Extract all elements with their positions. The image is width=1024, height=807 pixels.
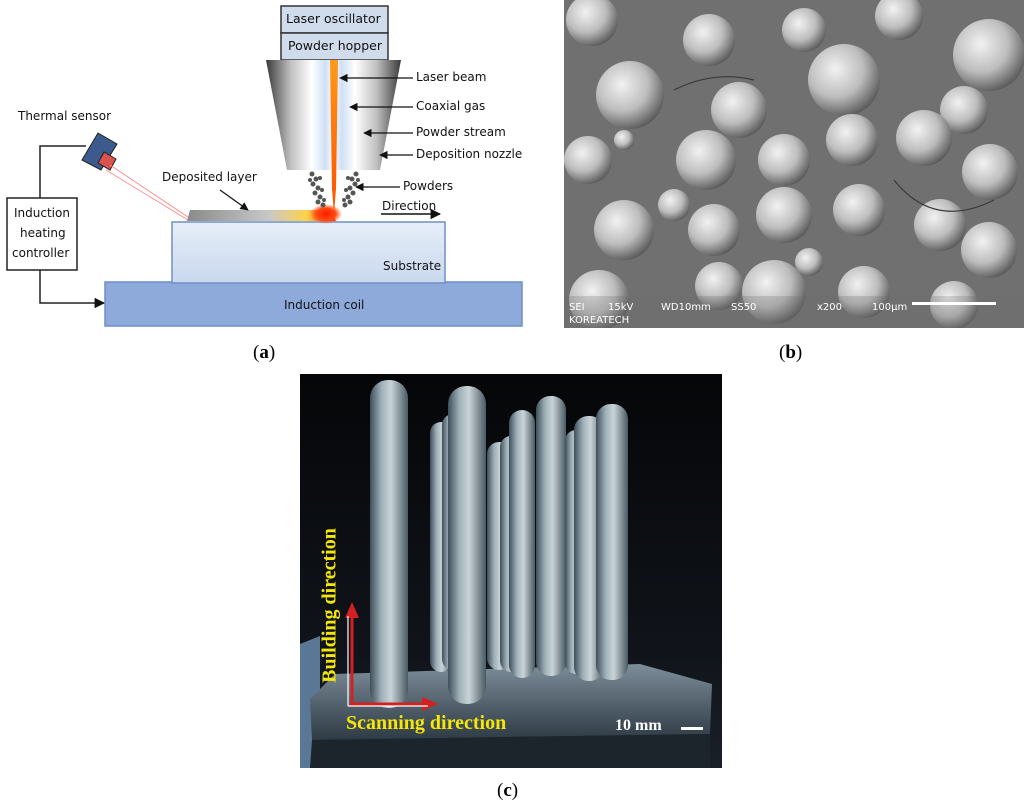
building-direction-label: Building direction	[318, 528, 341, 683]
direction-label: Direction	[382, 199, 437, 213]
coaxial-gas-label: Coaxial gas	[416, 99, 486, 113]
controller-label-line1: Induction	[14, 206, 70, 220]
base-plate	[310, 664, 712, 740]
sem-spot-size: SS50	[731, 302, 757, 313]
ded-schematic	[6, 5, 523, 327]
sem-magnification: x200	[817, 302, 843, 313]
sem-mode: SEI	[569, 302, 585, 313]
laser-oscillator-label: Laser oscillator	[286, 11, 381, 26]
building-arrow-head	[345, 602, 359, 618]
caption-a: (a)	[253, 342, 275, 364]
deposited-layer-label: Deposited layer	[162, 170, 257, 184]
coil-wire	[39, 270, 106, 309]
scanning-arrow-head	[422, 697, 438, 711]
caption-c-close: )	[511, 780, 519, 801]
controller-label-line2: heating	[20, 226, 66, 240]
powder-particles	[308, 171, 360, 208]
sem-powder-particles	[564, 0, 1024, 328]
powder-stream-label: Powder stream	[416, 125, 506, 139]
melt-pool	[310, 204, 342, 224]
caption-b: (b)	[779, 342, 802, 364]
sem-working-distance: WD10mm	[661, 302, 711, 313]
sensor-beam-line-2	[105, 169, 189, 221]
powder-hopper-label: Powder hopper	[288, 38, 382, 53]
leader-deposited-layer	[219, 189, 249, 211]
sensor-beam-line	[109, 164, 189, 218]
sem-organization: KOREATECH	[569, 315, 630, 326]
controller-label-line3: controller	[12, 246, 70, 260]
sem-voltage: 15kV	[608, 302, 634, 313]
thermal-sensor-label: Thermal sensor	[18, 109, 111, 123]
caption-c: (c)	[497, 780, 518, 802]
caption-c-letter: c	[503, 780, 512, 801]
scale-bar-label: 10 mm	[615, 717, 662, 734]
sem-scale-bar	[912, 302, 996, 305]
caption-a-letter: a	[259, 342, 269, 363]
scale-bar-10mm	[681, 727, 703, 730]
panel-a-schematic: Laser oscillator Powder hopper Laser bea…	[0, 0, 540, 340]
laser-beam-ray	[330, 60, 338, 190]
caption-b-open: (	[779, 342, 786, 363]
laser-beam-tip	[332, 188, 336, 215]
sensor-wire	[39, 145, 86, 198]
laser-beam-label: Laser beam	[416, 70, 487, 84]
induction-coil-label: Induction coil	[284, 298, 365, 312]
induction-coil-block	[104, 281, 523, 327]
controller-box	[6, 197, 78, 271]
caption-a-close: )	[268, 342, 276, 363]
thermal-sensor-icon	[81, 132, 118, 171]
substrate-block	[171, 221, 446, 284]
caption-a-open: (	[253, 342, 260, 363]
powders-label: Powders	[403, 179, 454, 193]
panel-b-sem-image: SEI 15kV WD10mm SS50 x200 100μm KOREATEC…	[564, 0, 1024, 328]
caption-c-open: (	[497, 780, 504, 801]
deposition-nozzle-label: Deposition nozzle	[416, 147, 523, 161]
deposited-layer-bead	[187, 210, 336, 221]
substrate-label: Substrate	[383, 259, 442, 273]
sem-scale-label: 100μm	[872, 302, 908, 313]
caption-b-close: )	[795, 342, 803, 363]
panel-c-photo: Building direction Scanning direction 10…	[300, 374, 722, 768]
caption-b-letter: b	[785, 342, 796, 363]
built-rods-photo	[300, 374, 722, 768]
powder-hopper-box	[280, 32, 389, 61]
scanning-direction-label: Scanning direction	[346, 712, 507, 734]
